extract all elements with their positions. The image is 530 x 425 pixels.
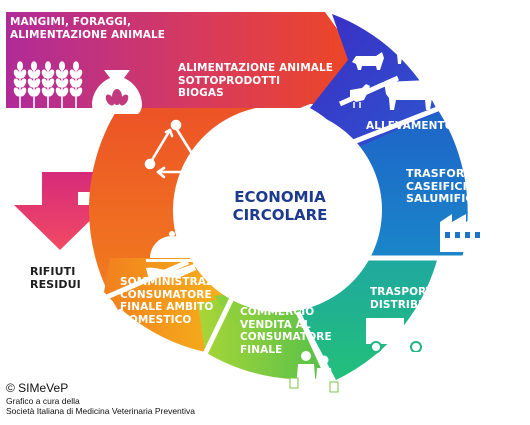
copyright-label: © SIMeVeP xyxy=(6,381,69,395)
label-waste: RIFIUTI RESIDUI xyxy=(30,265,81,291)
animals-icon xyxy=(350,42,440,110)
center-circle xyxy=(178,108,382,312)
cloche-icon xyxy=(146,231,198,278)
label-retail: COMMERCIO VENDITA AL CONSUMATORE FINALE xyxy=(240,306,332,356)
factory-icon xyxy=(440,181,495,252)
segment-retail xyxy=(198,296,326,380)
segment-consumption xyxy=(104,258,232,352)
credit-note: Grafico a cura della Società Italiana di… xyxy=(6,396,195,416)
recycle-icon xyxy=(144,119,206,182)
wheat-icon xyxy=(13,61,84,113)
segment-feed-band xyxy=(6,12,358,108)
label-consumption: SOMMINISTRAZIONE CONSUMATORE FINALE AMBI… xyxy=(120,276,243,326)
center-title: ECONOMIA CIRCOLARE xyxy=(232,188,328,224)
shoppers-icon xyxy=(289,351,339,393)
label-transport: TRASPORTO DISTRIBUZIONE xyxy=(370,286,464,311)
label-byproducts: ALIMENTAZIONE ANIMALE SOTTOPRODOTTI BIOG… xyxy=(178,62,334,99)
truck-icon xyxy=(366,318,426,353)
segment-farming xyxy=(310,14,438,150)
label-processing: TRASFORMAZIONE CASEIFICI SALUMIFICI xyxy=(406,167,523,205)
label-feed: MANGIMI, FORAGGI, ALIMENTAZIONE ANIMALE xyxy=(10,16,166,41)
grain-sack-icon xyxy=(92,70,142,114)
label-farming: ALLEVAMENTO xyxy=(366,120,454,132)
hand-truck-icon xyxy=(398,347,426,380)
